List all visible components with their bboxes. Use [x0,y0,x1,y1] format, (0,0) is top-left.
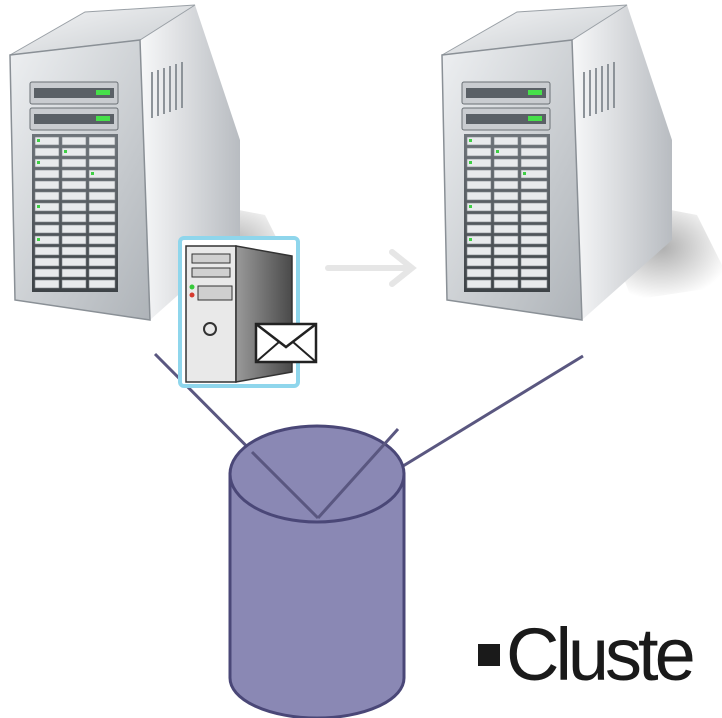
database-icon [228,424,406,718]
connector-right-line-overlay [316,427,400,520]
faint-arrow-icon [325,249,417,287]
cluster-bullet: Cluste [478,613,696,696]
mail-server-icon [178,236,318,388]
bullet-icon [478,644,500,666]
connector-left-line-overlay [250,450,320,520]
bullet-text: Cluste [506,613,696,696]
envelope-icon [254,322,318,364]
server-right-icon [441,4,722,321]
